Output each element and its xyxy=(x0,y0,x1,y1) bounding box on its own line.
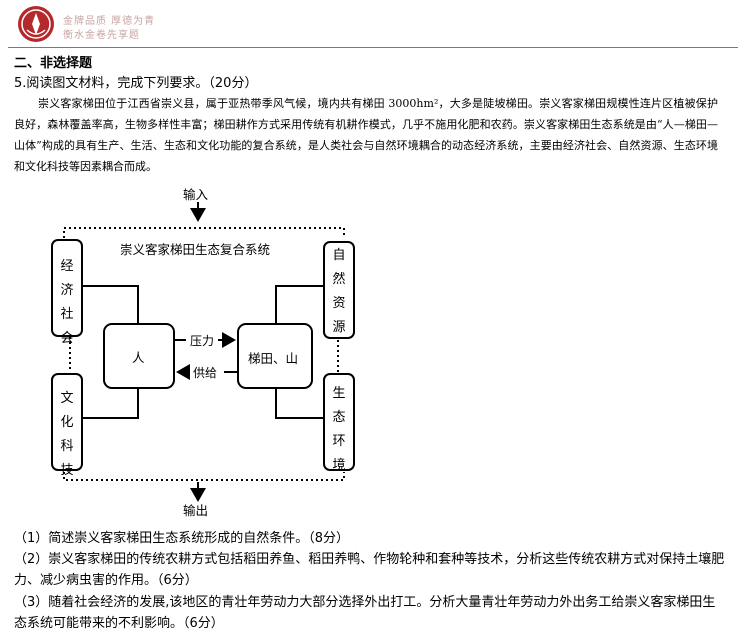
question-1: （1）简述崇义客家梯田生态系统形成的自然条件。（8分） xyxy=(14,531,350,546)
diagram-lines xyxy=(51,202,355,502)
label-supply: 供给 xyxy=(193,366,218,380)
label-pressure: 压力 xyxy=(190,334,215,348)
label-ecological-environment: 生态环境 xyxy=(332,386,346,473)
ecosystem-diagram: 输入 输出 崇义客家梯田生态复合系统 经济社会 文化科技 自然资源 生态环境 人… xyxy=(40,182,380,518)
brand-slogan: 金牌品质 厚德为青 xyxy=(63,16,156,27)
page-header: 金牌品质 厚德为青 衡水金卷先享题 xyxy=(0,0,746,50)
label-terraces-mountains: 梯田、山 xyxy=(248,351,299,366)
header-divider xyxy=(8,47,738,48)
brand-seal-icon xyxy=(18,6,54,42)
box-natural-resources xyxy=(323,241,355,339)
label-economy-society: 经济社会 xyxy=(60,259,74,346)
label-people: 人 xyxy=(132,350,145,365)
system-title: 崇义客家梯田生态复合系统 xyxy=(120,242,271,257)
question-intro: 5.阅读图文材料，完成下列要求。（20分） xyxy=(14,76,258,91)
system-boundary xyxy=(63,227,345,481)
brand-name: 衡水金卷先享题 xyxy=(63,30,140,41)
question-2: （2）崇义客家梯田的传统农耕方式包括稻田养鱼、稻田养鸭、作物轮种和套种等技术，分… xyxy=(14,552,725,588)
section-title: 二、非选择题 xyxy=(14,56,93,71)
box-ecological-environment xyxy=(323,373,355,471)
question-3: （3）随着社会经济的发展,该地区的青壮年劳动力大部分选择外出打工。分析大量青壮年… xyxy=(14,595,716,631)
label-natural-resources: 自然资源 xyxy=(332,248,346,335)
box-culture-tech xyxy=(51,373,83,471)
input-label: 输入 xyxy=(183,187,209,202)
reading-passage: 崇义客家梯田位于江西省崇义县，属于亚热带季风气候，境内共有梯田 3000hm²，… xyxy=(14,97,718,173)
label-culture-tech: 文化科技 xyxy=(60,391,74,478)
box-economy-society xyxy=(51,239,83,337)
output-label: 输出 xyxy=(183,503,209,518)
